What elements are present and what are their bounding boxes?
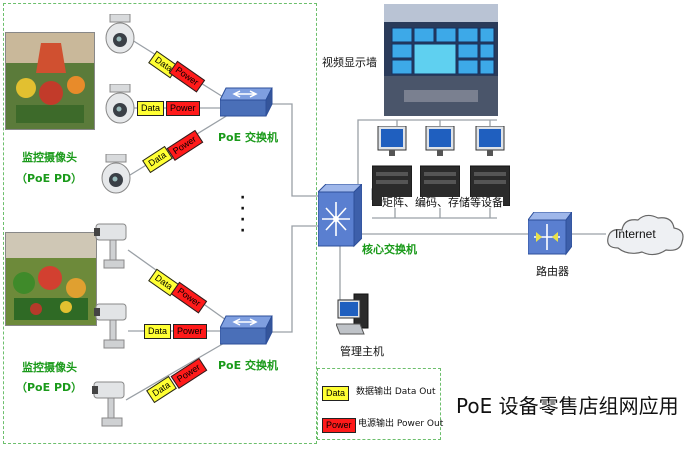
video-wall-image	[384, 4, 498, 116]
camera-group-bottom-label: 监控摄像头	[22, 361, 77, 374]
more-devices-ellipsis: · · · ·	[240, 190, 246, 239]
legend-box	[317, 368, 441, 440]
store-boundary	[3, 3, 317, 444]
data-tag: Data	[144, 324, 172, 339]
dome-camera-icon	[101, 154, 131, 194]
internet-cloud-icon	[607, 214, 684, 256]
dome-camera-icon	[105, 14, 135, 54]
legend-data-text: 数据输出 Data Out	[356, 387, 436, 397]
admin-host-label: 管理主机	[340, 345, 384, 358]
store-photo-top	[5, 32, 95, 130]
poe-switch-icon	[220, 315, 273, 345]
matrix-devices-label: 矩阵、编码、存储等设备	[382, 196, 503, 209]
workstation-icon	[420, 126, 460, 206]
core-switch-label: 核心交换机	[362, 243, 417, 256]
poe-switch-bottom-label: PoE 交换机	[218, 359, 278, 372]
bullet-camera-icon	[94, 303, 127, 349]
router-label: 路由器	[536, 265, 569, 278]
camera-group-bottom-sublabel: （PoE PD）	[16, 381, 83, 394]
workstation-icon	[372, 126, 412, 206]
admin-computer-icon	[336, 293, 369, 335]
router-icon	[528, 212, 572, 256]
power-tag: Power	[166, 101, 200, 116]
legend-power-swatch: Power	[322, 418, 356, 433]
workstation-icon	[470, 126, 510, 206]
camera-group-top-sublabel: （PoE PD）	[16, 172, 83, 185]
core-switch-icon	[318, 184, 362, 248]
data-tag: Data	[137, 101, 165, 116]
store-photo-bottom	[5, 232, 97, 326]
legend-power-text: 电源输出 Power Out	[358, 419, 444, 429]
bullet-camera-icon	[94, 223, 127, 269]
video-wall-label: 视频显示墙	[322, 56, 377, 69]
power-tag: Power	[173, 324, 207, 339]
legend-data-swatch: Data	[322, 386, 350, 401]
internet-label: Internet	[615, 227, 656, 241]
dome-camera-icon	[105, 84, 135, 124]
bullet-camera-icon	[92, 381, 125, 427]
poe-switch-top-label: PoE 交换机	[218, 131, 278, 144]
poe-switch-icon	[220, 87, 273, 117]
diagram-title: PoE 设备零售店组网应用	[456, 394, 679, 418]
camera-group-top-label: 监控摄像头	[22, 151, 77, 164]
